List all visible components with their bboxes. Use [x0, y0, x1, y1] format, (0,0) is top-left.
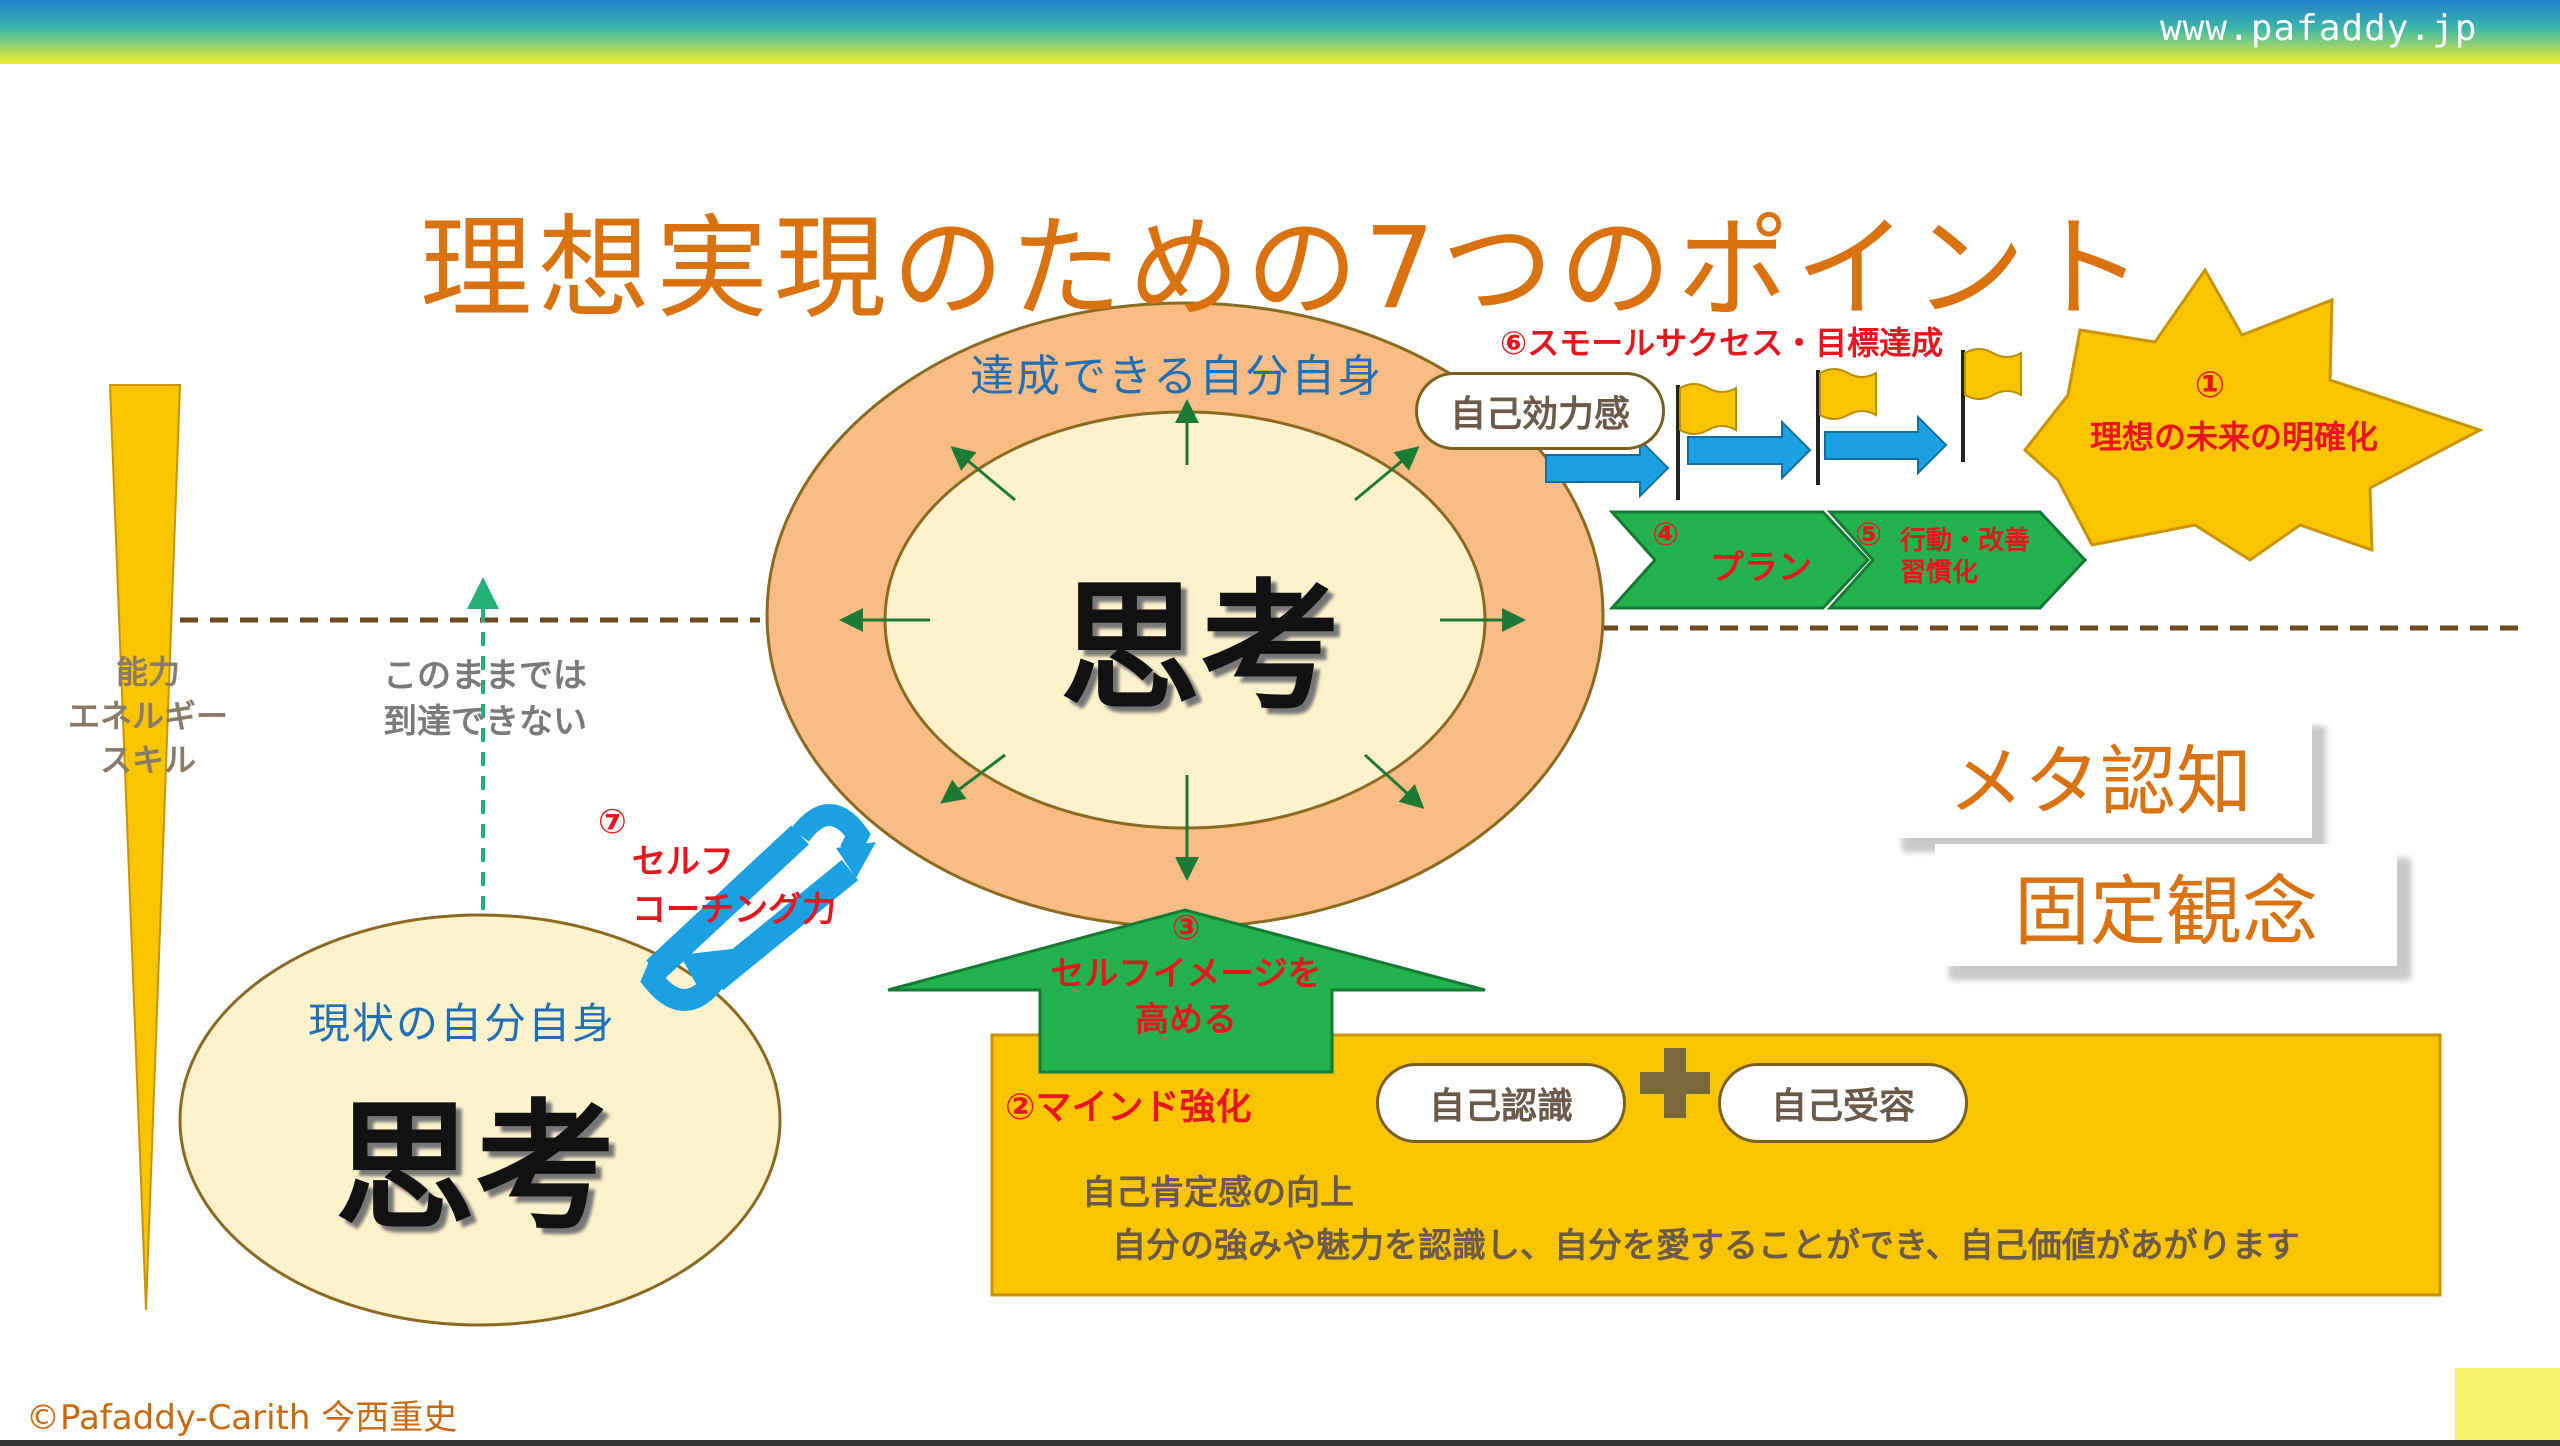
unreachable-note-line1: このままでは: [383, 656, 587, 696]
success-arrow-2: [1687, 419, 1812, 481]
radial-arrow-ur: [1354, 446, 1420, 502]
thinking-text-top: 思考: [1060, 567, 1341, 730]
website-url[interactable]: www.pafaddy.jp: [2160, 8, 2478, 49]
top-banner: [0, 0, 2560, 64]
scale-label-energy: エネルギー: [67, 697, 228, 735]
flag-2: [1819, 368, 1877, 420]
scale-label-skill: スキル: [99, 741, 196, 779]
energy-scale-labels: 能力 エネルギー スキル: [58, 650, 238, 782]
point6-text: スモールサクセス・目標達成: [1527, 324, 1944, 362]
goal-flags: [1676, 348, 2022, 500]
point7-label: セルフ コーチング力: [632, 838, 836, 934]
energy-scale-spike: [108, 384, 182, 1311]
ellipse-current-self: [178, 913, 782, 1327]
success-arrow-3: [1824, 414, 1948, 476]
cycle-arrow-head-bottom: [680, 948, 740, 1000]
flag-1: [1679, 383, 1737, 435]
point4-number: ④: [1652, 515, 1680, 553]
point3-number: ③: [1171, 908, 1201, 948]
scale-label-ability: 能力: [115, 653, 180, 691]
cycle-arrow-up: [646, 825, 809, 980]
self-recognition-pill: 自己認識: [1376, 1063, 1626, 1143]
point4-label: プラン: [1710, 548, 1812, 588]
card-meta-cognition: メタ認知: [1888, 712, 2312, 838]
point7-line1: セルフ: [632, 842, 734, 882]
unreachable-note: このままでは 到達できない: [365, 653, 605, 745]
mind-box-body: 自分の強みや魅力を認識し、自分を愛することができ、自己価値があがります: [1112, 1226, 2300, 1266]
self-coaching-cycle: [640, 804, 876, 1011]
point5-line2: 習慣化: [1900, 558, 1979, 588]
point5-label: 行動・改善 習慣化: [1900, 525, 2030, 589]
plus-v: [1664, 1048, 1686, 1118]
bottom-border: [0, 1440, 2560, 1446]
point2-text: マインド強化: [1035, 1087, 1252, 1128]
self-efficacy-pill: 自己効力感: [1415, 372, 1665, 450]
thinking-text-bottom: 思考: [335, 1087, 616, 1250]
corner-block: [2455, 1368, 2560, 1446]
point3-line2: 高める: [1135, 1000, 1237, 1040]
card-fixed-ideas: 固定観念: [1935, 844, 2397, 966]
radial-arrow-dr: [1363, 753, 1425, 810]
flag-3: [1964, 348, 2022, 400]
vision-star: [2022, 267, 2484, 562]
radial-arrows: [839, 399, 1526, 881]
mind-box-bg: [990, 1033, 2442, 1297]
point6-label: ⑥スモールサクセス・目標達成: [1500, 318, 1943, 364]
point5-number: ⑤: [1855, 515, 1883, 553]
chevron-action: [1826, 510, 2088, 610]
caption-achievable-self: 達成できる自分自身: [970, 351, 1384, 402]
page-title: 理想実現のための7つのポイント: [420, 204, 2150, 334]
self-acceptance-pill: 自己受容: [1718, 1063, 1968, 1143]
radial-arrow-ul: [950, 446, 1016, 502]
copyright: ©Pafaddy-Carith 今西重史: [26, 1398, 458, 1438]
cycle-arrow-head-top: [836, 842, 876, 878]
mind-box-heading: 自己肯定感の向上: [1082, 1173, 1354, 1213]
point2-label: ②マインド強化: [1005, 1078, 1252, 1130]
cycle-arrow-curve-top: [791, 804, 871, 856]
self-image-arrow: [887, 908, 1486, 1074]
caption-current-self: 現状の自分自身: [308, 999, 617, 1048]
point5-line1: 行動・改善: [1900, 526, 2031, 556]
point7-line2: コーチング力: [632, 890, 836, 930]
cycle-arrow-down: [706, 859, 859, 991]
point6-number: ⑥: [1500, 324, 1528, 362]
chevron-plan: [1608, 510, 1871, 610]
point3-label: ③ セルフイメージを 高める: [1040, 905, 1332, 1043]
unreachable-note-line2: 到達できない: [383, 702, 587, 742]
point2-number: ②: [1005, 1087, 1036, 1128]
point1-label: 理想の未来の明確化: [2090, 418, 2379, 456]
success-arrow-1: [1545, 437, 1670, 499]
point1-number: ①: [2194, 365, 2226, 406]
radial-arrow-dl: [940, 753, 1006, 804]
point7-number: ⑦: [598, 802, 627, 842]
point3-line1: セルフイメージを: [1050, 954, 1322, 994]
